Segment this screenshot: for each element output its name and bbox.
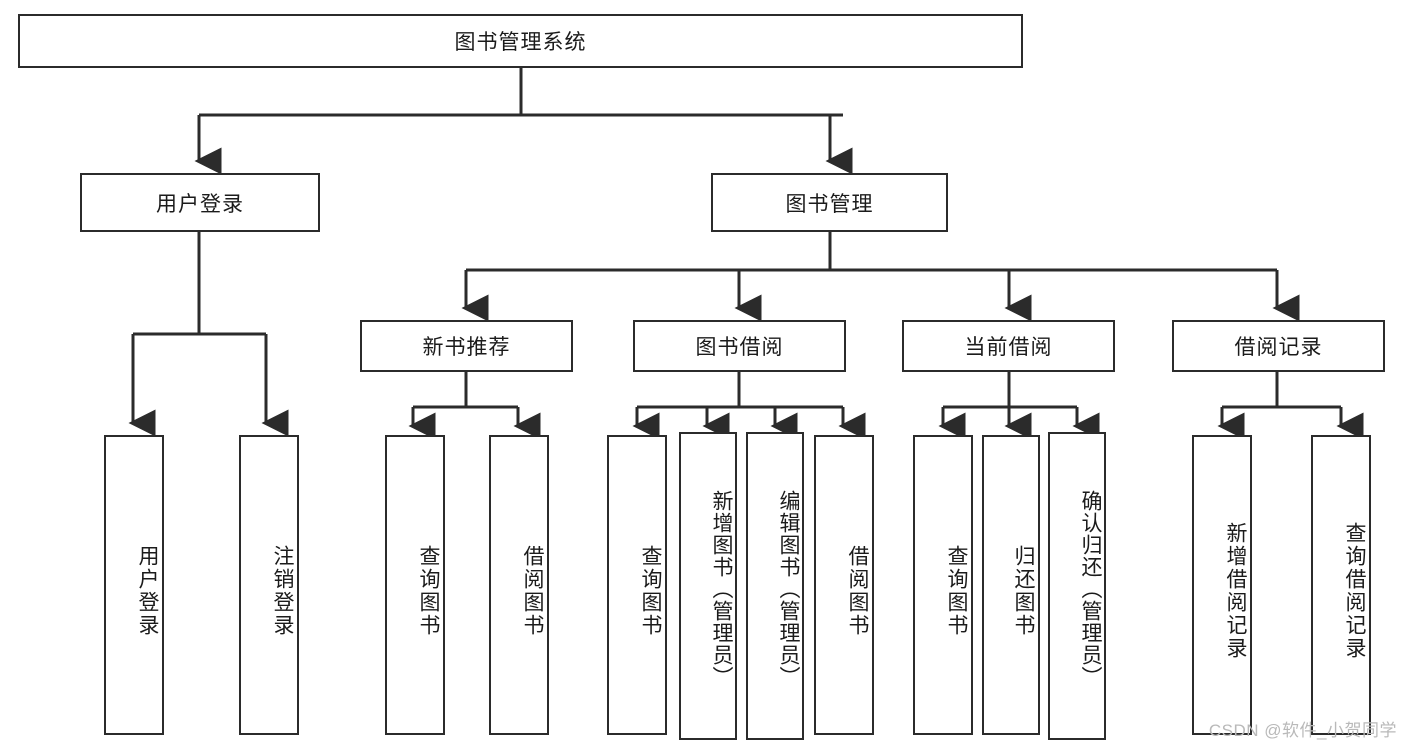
- node-label: 用户登录: [156, 192, 244, 216]
- node-label: 归还图书: [1012, 545, 1035, 637]
- leaf-user-login[interactable]: 用户登录: [104, 435, 164, 735]
- node-label: 注销登录: [271, 545, 294, 637]
- node-label: 图书借阅: [695, 336, 784, 359]
- node-label: 借阅图书: [521, 545, 544, 637]
- csdn-watermark: CSDN @软件_小贺同学: [1208, 721, 1397, 740]
- node-label: 编辑图书（管理员）: [777, 490, 800, 688]
- node-label: 新增借阅记录: [1224, 522, 1247, 660]
- leaf-query-record[interactable]: 查询借阅记录: [1311, 435, 1371, 735]
- node-label: 图书管理: [785, 192, 874, 216]
- leaf-add-record[interactable]: 新增借阅记录: [1192, 435, 1252, 735]
- node-label: 借阅记录: [1234, 336, 1323, 359]
- leaf-query-book-2[interactable]: 查询图书: [607, 435, 667, 735]
- node-current-borrow[interactable]: 当前借阅: [902, 320, 1115, 372]
- node-book-borrow[interactable]: 图书借阅: [633, 320, 846, 372]
- node-label: 查询借阅记录: [1343, 522, 1366, 660]
- node-root[interactable]: 图书管理系统: [18, 14, 1023, 68]
- leaf-add-book[interactable]: 新增图书（管理员）: [679, 432, 737, 740]
- node-label: 查询图书: [417, 545, 440, 637]
- leaf-query-book-3[interactable]: 查询图书: [913, 435, 973, 735]
- node-label: 用户登录: [136, 545, 159, 637]
- leaf-logout[interactable]: 注销登录: [239, 435, 299, 735]
- leaf-query-book-1[interactable]: 查询图书: [385, 435, 445, 735]
- node-new-book-recommend[interactable]: 新书推荐: [360, 320, 573, 372]
- node-label: 查询图书: [945, 545, 968, 637]
- leaf-edit-book[interactable]: 编辑图书（管理员）: [746, 432, 804, 740]
- node-label: 查询图书: [639, 545, 662, 637]
- node-label: 当前借阅: [964, 336, 1053, 359]
- node-label: 新增图书（管理员）: [710, 490, 733, 688]
- node-label: 新书推荐: [422, 336, 511, 359]
- node-label: 图书管理系统: [454, 31, 587, 54]
- node-borrow-record[interactable]: 借阅记录: [1172, 320, 1385, 372]
- node-book-manage[interactable]: 图书管理: [711, 173, 948, 232]
- leaf-return-book[interactable]: 归还图书: [982, 435, 1040, 735]
- leaf-confirm-return[interactable]: 确认归还（管理员）: [1048, 432, 1106, 740]
- leaf-borrow-book-1[interactable]: 借阅图书: [489, 435, 549, 735]
- node-user-login[interactable]: 用户登录: [80, 173, 320, 232]
- node-label: 借阅图书: [846, 545, 869, 637]
- node-label: 确认归还（管理员）: [1079, 490, 1102, 688]
- leaf-borrow-book-2[interactable]: 借阅图书: [814, 435, 874, 735]
